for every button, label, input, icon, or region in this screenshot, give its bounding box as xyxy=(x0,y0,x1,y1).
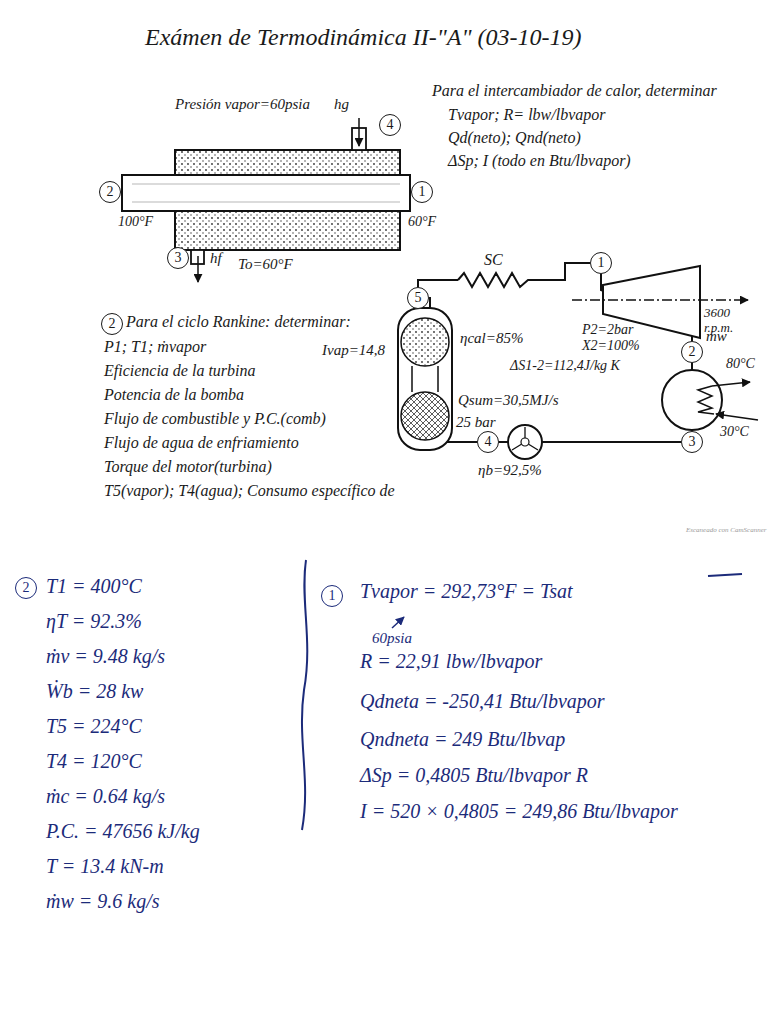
state-number: 2 xyxy=(23,581,30,595)
answer-text: I = 520 × 0,4805 = 249,86 Btu/lbvapor xyxy=(360,800,678,823)
turbine-shaft xyxy=(572,299,748,301)
diagram-label: P2=2bar xyxy=(582,322,633,338)
state-circle: 2 xyxy=(15,577,37,599)
state-circle: 4 xyxy=(379,114,401,136)
state-circle: 2 xyxy=(99,181,121,203)
exchanger-tube xyxy=(122,175,410,211)
answer-text: R = 22,91 lbw/lbvapor xyxy=(360,650,542,673)
answer-text: Ẇb = 28 kw xyxy=(46,680,143,703)
question-text: Tvapor; R= lbw/lbvapor xyxy=(448,106,605,124)
edge-label: SC xyxy=(482,251,505,269)
diagram-label: ηcal=85% xyxy=(460,330,523,347)
steam-arrow xyxy=(358,118,360,146)
diagram-label: Qsum=30,5MJ/s xyxy=(458,392,559,409)
question-text: ΔSp; I (todo en Btu/lbvapor) xyxy=(448,152,631,170)
answer-text: P.C. = 47656 kJ/kg xyxy=(46,820,200,843)
boiler-body xyxy=(398,308,452,450)
tube-lines xyxy=(132,184,400,202)
cooling-water-in xyxy=(716,414,758,420)
condenser-symbol xyxy=(662,370,722,430)
pump-impeller xyxy=(512,427,538,450)
question-text: Torque del motor(turbina) xyxy=(104,458,272,476)
state-circle: 3 xyxy=(681,431,703,453)
diagram-label: To=60°F xyxy=(238,256,293,273)
diagram-label: 30°C xyxy=(720,424,749,440)
state-circle: 1 xyxy=(321,585,343,607)
superheater-symbol xyxy=(458,273,534,287)
diagram-label: Presión vapor=60psia xyxy=(175,96,310,113)
pen-mark xyxy=(708,574,742,576)
boiler-tubes xyxy=(412,366,438,392)
steam-drum xyxy=(401,318,449,366)
state-circle: 1 xyxy=(590,252,612,274)
state-number: 3 xyxy=(689,435,696,449)
diagram-label: 100°F xyxy=(118,214,153,230)
state-number: 1 xyxy=(598,256,605,270)
state-circle: 2 xyxy=(101,313,123,335)
pump-symbol xyxy=(508,425,542,459)
answer-text: T4 = 120°C xyxy=(46,750,142,773)
diagram-label: Ivap=14,8 xyxy=(322,342,385,359)
question-text: Flujo de agua de enfriamiento xyxy=(104,434,299,452)
answer-text: Qndneta = 249 Btu/lbvap xyxy=(360,728,565,751)
state-circle: 4 xyxy=(477,431,499,453)
question-text: T5(vapor); T4(agua); Consumo específico … xyxy=(104,482,395,500)
diagram-label: X2=100% xyxy=(582,338,640,354)
cooling-water-out xyxy=(712,382,750,386)
state-number: 2 xyxy=(109,317,116,331)
pump-hub xyxy=(521,438,529,446)
watermark: Escaneado con CamScanner xyxy=(686,526,766,534)
superheater-ground xyxy=(458,271,534,289)
water-drum xyxy=(401,392,449,440)
state-number: 1 xyxy=(329,589,336,603)
diagram-label: hf xyxy=(210,250,222,267)
state-number: 2 xyxy=(689,345,696,359)
state-circle: 3 xyxy=(167,247,189,269)
condenser-coil xyxy=(698,386,714,414)
diagram-label: ṁw xyxy=(706,328,727,345)
pen-arrow xyxy=(392,617,404,628)
answer-text: ṁw = 9.6 kg/s xyxy=(46,890,160,913)
question-text: Eficiencia de la turbina xyxy=(104,362,256,380)
state-number: 2 xyxy=(107,185,114,199)
state-circle: 1 xyxy=(411,181,433,203)
question-text: Flujo de combustible y P.C.(comb) xyxy=(104,410,326,428)
question-text: Qd(neto); Qnd(neto) xyxy=(448,129,581,147)
diagram-label: 60°F xyxy=(408,214,436,230)
state-number: 3 xyxy=(175,251,182,265)
drain-arrow xyxy=(197,256,199,282)
state-number: 4 xyxy=(387,118,394,132)
diagram-label: hg xyxy=(334,96,349,113)
answer-text: T = 13.4 kN-m xyxy=(46,855,164,878)
answer-text: ṁc = 0.64 kg/s xyxy=(46,785,165,808)
answer-text: 60psia xyxy=(372,630,412,647)
question-text: P1; T1; ṁvapor xyxy=(104,338,206,356)
question-text: Para el intercambiador de calor, determi… xyxy=(432,82,717,100)
diagram-label: 80°C xyxy=(726,356,755,372)
divider-bracket xyxy=(302,560,307,830)
answer-text: ηT = 92.3% xyxy=(46,610,142,633)
diagram-label: 25 bar xyxy=(456,414,496,431)
diagram-label: ΔS1-2=112,4J/kg K xyxy=(510,358,620,374)
answer-text: T1 = 400°C xyxy=(46,575,142,598)
answer-text: ṁv = 9.48 kg/s xyxy=(46,645,165,668)
answer-text: ΔSp = 0,4805 Btu/lbvapor R xyxy=(360,764,588,787)
question-text: Potencia de la bomba xyxy=(104,386,244,404)
answer-text: Qdneta = -250,41 Btu/lbvapor xyxy=(360,690,605,713)
state-number: 4 xyxy=(485,435,492,449)
exam-title: Exámen de Termodinámica II-"A" (03-10-19… xyxy=(145,24,582,52)
answer-text: T5 = 224°C xyxy=(46,715,142,738)
state-number: 1 xyxy=(419,185,426,199)
state-number: 5 xyxy=(415,291,422,305)
state-circle: 2 xyxy=(681,341,703,363)
question-text: Para el ciclo Rankine: determinar: xyxy=(126,313,351,331)
state-circle: 5 xyxy=(407,287,429,309)
diagram-label: ηb=92,5% xyxy=(478,462,542,479)
answer-text: Tvapor = 292,73°F = Tsat xyxy=(360,580,573,603)
